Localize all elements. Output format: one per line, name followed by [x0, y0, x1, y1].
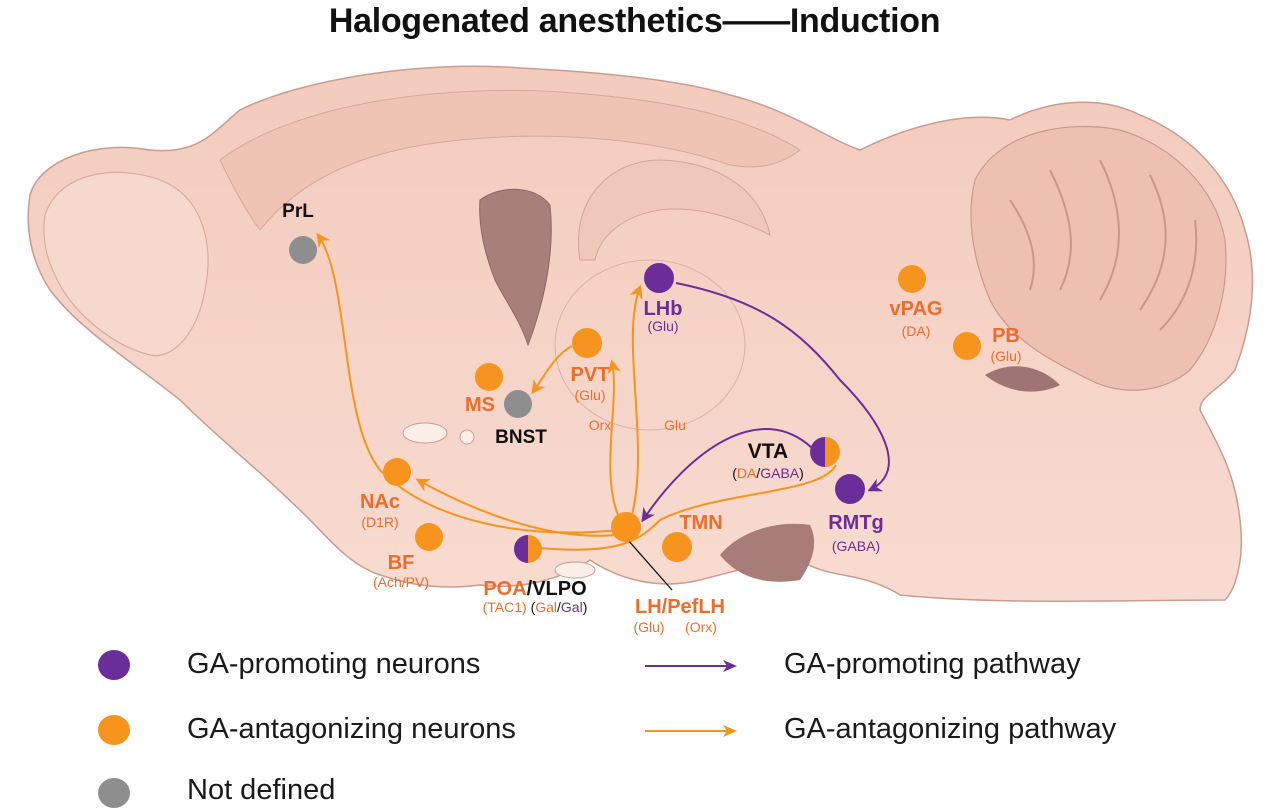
label-poa-vlpo-sub: (TAC1) (Gal/Gal)	[483, 599, 588, 615]
node-tmn	[662, 532, 692, 562]
olfactory-bulb	[43, 171, 209, 357]
pathway-lh-to-nac	[415, 478, 616, 537]
label-lhb-sub: (Glu)	[647, 318, 678, 334]
label-vta-sub-gaba: GABA	[760, 465, 800, 481]
brain-outline	[27, 65, 1254, 602]
label-orx-pathway: Orx	[589, 417, 612, 433]
anterior-commissure	[402, 422, 448, 444]
node-prl	[289, 236, 317, 264]
label-vlpo-sub-close: )	[583, 599, 588, 615]
label-bf: BF	[388, 552, 415, 574]
label-glu-pathway: Glu	[664, 417, 686, 433]
label-poa: POA	[483, 578, 526, 600]
legend-label-antagonizing-neurons: GA-antagonizing neurons	[187, 713, 516, 745]
label-poa-sub: (TAC1)	[483, 599, 527, 615]
cerebellum-folds	[1009, 159, 1198, 331]
lateral-ventricle	[479, 188, 552, 347]
node-bnst	[504, 390, 532, 418]
legend-dot-promoting	[98, 650, 130, 680]
cerebellum	[970, 125, 1227, 391]
legend-label-promoting-neurons: GA-promoting neurons	[187, 648, 481, 680]
label-lh: LH/PefLH	[635, 596, 725, 618]
optic-chiasm	[554, 561, 596, 579]
label-nac-sub: (D1R)	[361, 514, 398, 530]
node-nac	[383, 458, 411, 486]
label-vlpo-sub-gal-b: Gal	[561, 599, 583, 615]
label-ms: MS	[465, 394, 495, 416]
label-vta-sub-sep: /	[756, 465, 760, 481]
label-lhb: LHb	[644, 298, 683, 320]
label-rmtg-sub: (GABA)	[832, 538, 880, 554]
node-vta	[810, 437, 840, 467]
nodes	[289, 236, 981, 563]
brain-body	[27, 65, 1254, 602]
label-vlpo: VLPO	[532, 578, 586, 600]
label-tmn: TMN	[679, 512, 722, 534]
node-lh	[611, 512, 641, 542]
pathway-pvt-to-bnst	[531, 345, 573, 395]
label-poa-vlpo: POA/VLPO	[483, 578, 586, 600]
node-bf	[415, 523, 443, 551]
legend-dot-undefined	[98, 778, 130, 808]
pathway-lhb-to-rmtg	[675, 282, 890, 492]
label-pb: PB	[992, 325, 1020, 347]
node-lhb	[644, 263, 674, 293]
legend-arrow-antagonizing	[645, 725, 737, 737]
label-lh-sub-glu: (Glu)	[633, 619, 664, 635]
node-pvt	[572, 328, 602, 358]
label-vta: VTA	[748, 440, 788, 463]
label-pvt: PVT	[571, 364, 610, 386]
pathway-lh-to-prl	[316, 232, 621, 534]
pathways	[316, 232, 890, 591]
label-rmtg: RMTg	[828, 512, 884, 534]
lh-label-leader	[627, 539, 673, 591]
labels: PrL MS BNST PVT (Glu) Orx Glu LHb (Glu) …	[282, 201, 1021, 635]
anterior-commissure-small	[459, 429, 475, 445]
label-vta-sub: (DA/GABA)	[732, 465, 804, 481]
pathway-lh-to-lhb	[629, 284, 643, 516]
cortex-band	[219, 89, 801, 231]
node-poa-vlpo	[514, 535, 542, 563]
figure-title: Halogenated anesthetics——Induction	[328, 2, 941, 40]
legend-dot-antagonizing	[98, 715, 130, 745]
label-prl: PrL	[282, 201, 314, 222]
label-lh-sub-orx: (Orx)	[685, 619, 717, 635]
pathway-lh-to-pvt	[607, 359, 622, 516]
node-vpag	[898, 265, 926, 293]
ventral-cavity	[720, 523, 815, 582]
node-ms	[475, 363, 503, 391]
legend-label-antagonizing-pathway: GA-antagonizing pathway	[784, 713, 1117, 745]
label-vta-sub-da: DA	[737, 465, 757, 481]
legend-label-not-defined: Not defined	[187, 774, 336, 806]
node-rmtg	[835, 474, 865, 504]
legend-arrow-promoting	[645, 660, 737, 672]
label-pvt-sub: (Glu)	[574, 387, 605, 403]
legend-label-promoting-pathway: GA-promoting pathway	[784, 648, 1081, 680]
label-vpag: vPAG	[890, 298, 943, 320]
label-vlpo-sub-sep: /	[557, 599, 561, 615]
label-poa-sep: /	[527, 578, 533, 600]
label-vlpo-sub-open: (	[531, 599, 536, 615]
label-vta-sub-close: )	[799, 465, 804, 481]
node-pb	[953, 332, 981, 360]
label-bnst: BNST	[495, 427, 547, 448]
thalamus	[554, 259, 746, 431]
pathway-vta-to-lh	[641, 428, 813, 523]
label-vpag-sub: (DA)	[902, 323, 931, 339]
label-vlpo-sub-gal-a: Gal	[535, 599, 557, 615]
pathway-vta-to-poa	[539, 464, 837, 551]
hippocampus	[578, 159, 771, 261]
label-vta-sub-open: (	[732, 465, 737, 481]
label-pb-sub: (Glu)	[990, 348, 1021, 364]
label-bf-sub: (Ach/PV)	[373, 574, 429, 590]
label-nac: NAc	[360, 491, 400, 513]
fourth-ventricle	[985, 366, 1060, 392]
